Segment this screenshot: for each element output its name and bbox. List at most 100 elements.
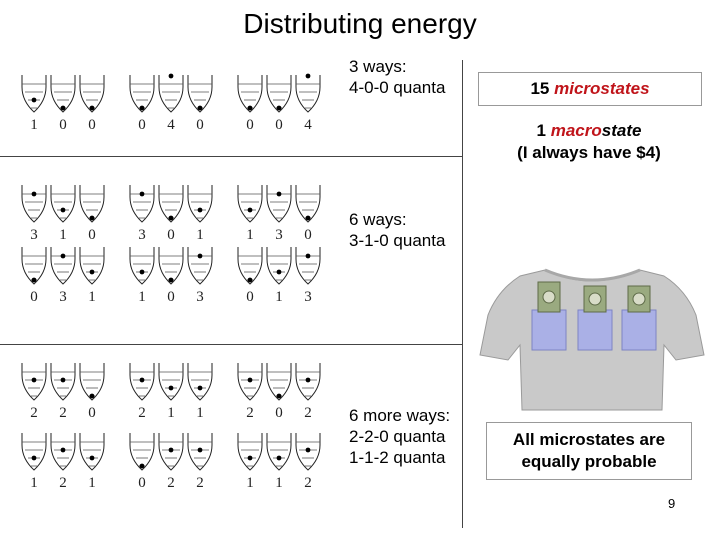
particle [248, 106, 253, 111]
particle [140, 192, 145, 197]
energy-well [188, 433, 212, 470]
pocket-1 [532, 282, 566, 350]
energy-well [22, 363, 46, 400]
particle [306, 378, 311, 383]
energy-well [130, 363, 154, 400]
quanta-label: 2 [167, 475, 175, 491]
quanta-label: 1 [30, 475, 38, 491]
energy-well [159, 433, 183, 470]
energy-well [267, 433, 291, 470]
quanta-label: 0 [304, 227, 312, 243]
equally-probable-box: All microstates are equally probable [486, 422, 692, 480]
quanta-label: 2 [246, 405, 254, 421]
quanta-label: 4 [167, 117, 175, 133]
quanta-label: 0 [275, 405, 283, 421]
particle [32, 278, 37, 283]
quanta-label: 3 [30, 227, 38, 243]
particle [140, 270, 145, 275]
energy-well [130, 185, 154, 222]
quanta-label: 1 [246, 475, 254, 491]
energy-well [188, 363, 212, 400]
particle [198, 254, 203, 259]
quanta-label: 0 [88, 405, 96, 421]
particle [277, 456, 282, 461]
energy-well [188, 75, 212, 112]
energy-well [267, 75, 291, 112]
quanta-label: 0 [30, 289, 38, 305]
energy-well [238, 247, 262, 284]
energy-well [51, 75, 75, 112]
energy-well [22, 75, 46, 112]
quanta-label: 1 [88, 289, 96, 305]
quanta-label: 1 [196, 405, 204, 421]
quanta-label: 2 [304, 475, 312, 491]
particle [32, 192, 37, 197]
particle [306, 216, 311, 221]
energy-well [159, 185, 183, 222]
quanta-label: 1 [59, 227, 67, 243]
energy-well [159, 247, 183, 284]
quanta-label: 2 [138, 405, 146, 421]
vertical-divider [462, 60, 463, 528]
particle [90, 216, 95, 221]
quanta-label: 0 [88, 227, 96, 243]
energy-well [51, 185, 75, 222]
particle [306, 254, 311, 259]
particle [277, 394, 282, 399]
energy-well [80, 433, 104, 470]
particle [140, 106, 145, 111]
pocket-2 [578, 286, 612, 350]
particle [198, 386, 203, 391]
energy-well [22, 185, 46, 222]
particle [248, 208, 253, 213]
particle [169, 386, 174, 391]
particle [61, 448, 66, 453]
quanta-label: 2 [59, 405, 67, 421]
quanta-label: 3 [275, 227, 283, 243]
particle [248, 456, 253, 461]
particle [198, 106, 203, 111]
energy-well [159, 363, 183, 400]
particle [140, 378, 145, 383]
quanta-label: 1 [246, 227, 254, 243]
energy-well [267, 247, 291, 284]
energy-well [51, 363, 75, 400]
quanta-label: 0 [246, 289, 254, 305]
particle [61, 208, 66, 213]
quanta-label: 0 [275, 117, 283, 133]
energy-well [267, 363, 291, 400]
quanta-label: 2 [304, 405, 312, 421]
energy-well [238, 363, 262, 400]
energy-well [238, 75, 262, 112]
quanta-label: 3 [196, 289, 204, 305]
energy-well [188, 185, 212, 222]
particle [32, 378, 37, 383]
energy-well [238, 433, 262, 470]
energy-well [51, 433, 75, 470]
particle [61, 106, 66, 111]
energy-well [188, 247, 212, 284]
quanta-label: 3 [304, 289, 312, 305]
quanta-label: 1 [88, 475, 96, 491]
energy-well [130, 433, 154, 470]
quanta-label: 2 [196, 475, 204, 491]
particle [61, 378, 66, 383]
quanta-label: 1 [138, 289, 146, 305]
quanta-label: 0 [167, 227, 175, 243]
particle [169, 216, 174, 221]
quanta-label: 0 [246, 117, 254, 133]
quanta-label: 1 [275, 289, 283, 305]
quanta-label: 0 [88, 117, 96, 133]
page-number: 9 [668, 496, 675, 511]
quanta-label: 4 [304, 117, 312, 133]
quanta-label: 3 [138, 227, 146, 243]
particle [90, 106, 95, 111]
energy-well [80, 247, 104, 284]
particle [198, 208, 203, 213]
quanta-label: 0 [138, 475, 146, 491]
particle [32, 456, 37, 461]
energy-well [238, 185, 262, 222]
particle [169, 278, 174, 283]
energy-well [130, 75, 154, 112]
microstates-box: 15 microstates [478, 72, 702, 106]
